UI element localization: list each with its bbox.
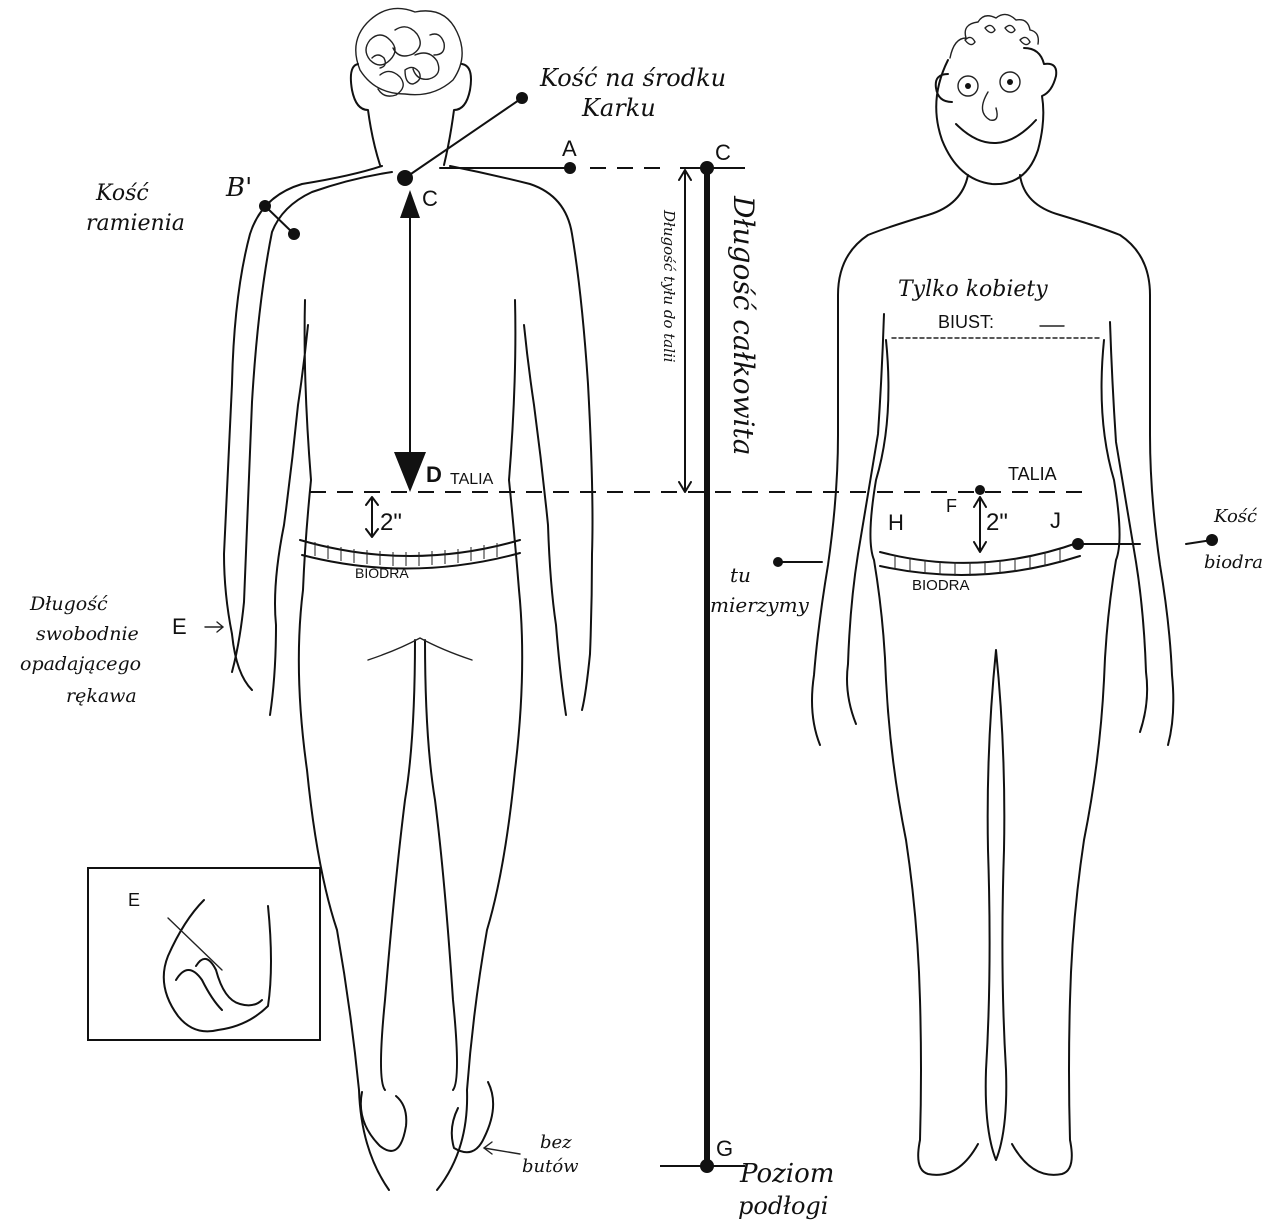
label-no-shoes-1: bez (540, 1132, 572, 1153)
label-point-e-inset: E (128, 890, 140, 910)
label-talia-front: TALIA (1008, 464, 1057, 484)
shoulder-bone-marker (265, 206, 294, 234)
front-face (956, 72, 1036, 143)
back-length-arrowhead-top (400, 190, 420, 218)
front-head (936, 48, 1057, 184)
front-hair (950, 14, 1038, 58)
label-bust: BIUST: (938, 312, 994, 332)
label-neck-bone: Kość na środku (539, 64, 726, 92)
label-hip-bone-2: biodra (1204, 552, 1263, 573)
label-hip-bone: Kość (1213, 506, 1258, 527)
back-figure (205, 8, 593, 1190)
label-floor-1: Poziom (739, 1159, 834, 1189)
label-sleeve-3: opadającego (20, 653, 141, 675)
point-f-dot (975, 485, 985, 495)
label-biodra-back: BIODRA (355, 565, 409, 581)
back-buttocks (368, 638, 472, 660)
label-point-f: F (946, 496, 957, 516)
back-hair (356, 8, 462, 96)
back-body-outline (224, 166, 593, 1190)
hip-bone-dot (1206, 534, 1218, 546)
label-sleeve-2: swobodnie (36, 623, 139, 645)
label-point-c-top: C (715, 140, 731, 165)
front-two-inch-marker (974, 497, 986, 552)
shoulder-bone-dot-1 (259, 200, 271, 212)
point-j-dot (1072, 538, 1084, 550)
label-point-e: E (172, 614, 187, 639)
label-here-measure-1: tu (730, 563, 751, 587)
label-two-inch-back: 2" (380, 509, 402, 536)
label-sleeve-1: Długość (29, 593, 108, 615)
label-point-a: A (562, 136, 577, 161)
label-floor-2: podłogi (738, 1192, 828, 1220)
sleeve-e-arrow (205, 622, 223, 632)
label-shoulder-bone-2: ramienia (86, 211, 185, 236)
no-shoes-arrow (484, 1142, 520, 1154)
label-point-d: D (426, 462, 442, 487)
point-a-dot (564, 162, 576, 174)
front-figure (773, 14, 1218, 1174)
back-hip-hatch (315, 542, 497, 566)
neck-bone-dot (516, 92, 528, 104)
back-length-arrowhead-bottom (394, 452, 426, 492)
label-women-only: Tylko kobiety (898, 277, 1048, 302)
label-point-c: C (422, 186, 438, 211)
label-biodra-front: BIODRA (912, 577, 970, 594)
label-total-length: Długość całkowita (727, 195, 760, 455)
neck-bone-pointer (405, 98, 522, 178)
label-sleeve-4: rękawa (66, 685, 137, 707)
label-point-b: B' (225, 173, 252, 203)
label-two-inch-front: 2" (986, 509, 1008, 536)
shoulder-bone-dot-2 (288, 228, 300, 240)
inset-hand-box (88, 868, 320, 1040)
label-here-measure-2: mierzymy (710, 593, 810, 617)
back-hip-band (300, 540, 520, 569)
label-no-shoes-2: butów (522, 1156, 579, 1177)
label-back-length: Długość tyłu do talii (660, 209, 678, 363)
label-talia-back: TALIA (450, 471, 494, 488)
hip-level-pointer (778, 540, 1212, 562)
label-shoulder-bone: Kość (95, 181, 149, 206)
inset-pointer (168, 918, 222, 970)
back-feet (361, 1082, 493, 1152)
label-point-g: G (716, 1136, 733, 1161)
point-c-dot (397, 170, 413, 186)
back-shoulder-line (232, 172, 392, 672)
label-point-j: J (1050, 508, 1061, 533)
label-point-h: H (888, 510, 904, 535)
hip-pointer-left-dot (773, 557, 783, 567)
back-length-dimension (679, 170, 691, 492)
back-two-inch-marker (366, 497, 378, 537)
label-neck-bone-2: Karku (581, 94, 656, 122)
